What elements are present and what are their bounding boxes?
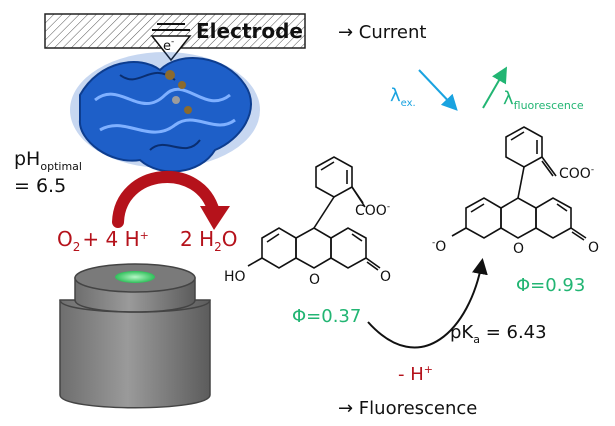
fluorescein-neutral-labels: COO- HO O O Φ=0.37 [224,202,391,327]
electron-transfer: e- [150,23,192,62]
svg-text:O: O [588,240,599,256]
svg-text:O: O [513,241,524,257]
fluorescein-anion [451,126,587,241]
enzyme-structure [70,52,260,173]
svg-text:-O: -O [432,238,446,255]
reaction-arrow [112,171,230,230]
svg-text:pHoptimal: pHoptimal [14,148,82,173]
phi-neutral: Φ=0.37 [292,306,361,327]
equilibrium-arrow [367,258,488,349]
svg-text:COO-: COO- [355,202,390,219]
pka-label: pKa = 6.43 [450,322,547,346]
fluorescein-anion-labels: COO- -O O O Φ=0.93 [432,165,599,296]
svg-text:O: O [309,272,320,288]
phi-anion: Φ=0.93 [516,275,585,296]
svg-text:O2+ 4 H+: O2+ 4 H+ [57,227,149,254]
fluorescein-neutral [247,156,381,271]
deprotonation-label: - H+ [398,363,433,385]
svg-text:λfluorescence: λfluorescence [503,88,584,112]
svg-text:COO-: COO- [559,165,594,182]
objective-cylinder [59,263,211,409]
svg-text:O: O [380,269,391,285]
ph-optimal-label: pHoptimal = 6.5 [14,148,82,197]
electrode-label: Electrode [196,19,303,43]
fluorescence-output-label: → Fluorescence [338,398,477,419]
electron-label: e- [163,37,174,54]
excitation-indicator: λex. λfluorescence [390,66,584,112]
svg-text:λex.: λex. [390,85,416,109]
svg-text:2 H2O: 2 H2O [180,227,238,254]
reaction-equation: O2+ 4 H+ 2 H2O [57,227,238,254]
current-output-label: → Current [338,22,426,43]
svg-text:= 6.5: = 6.5 [14,175,66,197]
svg-text:HO: HO [224,269,246,285]
